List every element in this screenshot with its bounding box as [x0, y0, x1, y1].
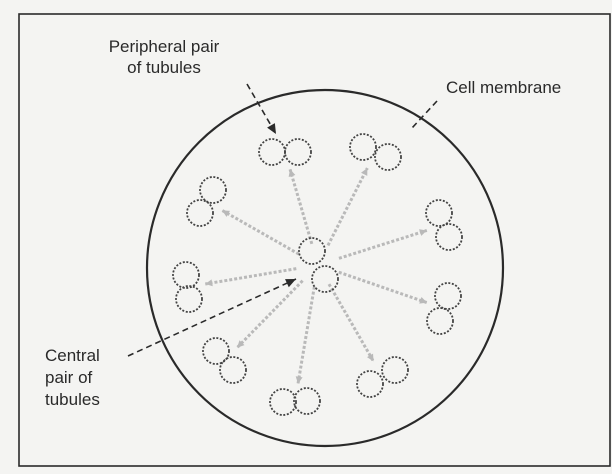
peripheral-doublet	[187, 177, 226, 226]
spoke-arrowhead	[361, 168, 367, 176]
peripheral-pair-label: Peripheral pair of tubules	[88, 36, 240, 78]
peripheral-tubule-b	[436, 224, 462, 250]
peripheral-pointer-arrow	[247, 84, 276, 134]
peripheral-doublet	[357, 357, 408, 397]
peripheral-tubule-a	[350, 134, 376, 160]
peripheral-tubule-a	[426, 200, 452, 226]
peripheral-tubule-b	[357, 371, 383, 397]
peripheral-tubule-a	[200, 177, 226, 203]
peripheral-tubule-b	[285, 139, 311, 165]
peripheral-pointer-arrow-head	[267, 123, 276, 134]
radial-spoke	[205, 269, 296, 284]
radial-spoke	[222, 210, 299, 254]
central-tubule	[312, 266, 338, 292]
central-label-line-2: pair of	[45, 367, 100, 389]
radial-spoke	[339, 230, 427, 258]
radial-spoke	[237, 281, 303, 348]
radial-spoke	[339, 272, 427, 302]
peripheral-tubule-b	[427, 308, 453, 334]
cell-membrane-circle	[147, 90, 503, 446]
peripheral-doublet	[427, 283, 461, 334]
peripheral-tubule-b	[270, 389, 296, 415]
spoke-arrowhead	[237, 340, 244, 347]
cell-membrane-label: Cell membrane	[446, 77, 561, 98]
tubule-pairs	[173, 134, 462, 415]
spoke-arrowhead	[419, 297, 427, 304]
radial-spoke	[290, 169, 312, 244]
central-label-line-3: tubules	[45, 389, 100, 411]
peripheral-tubule-b	[220, 357, 246, 383]
radial-spokes	[205, 168, 427, 384]
pointer-arrows	[128, 84, 437, 356]
peripheral-tubule-a	[294, 388, 320, 414]
radial-spoke	[329, 284, 374, 361]
radial-spoke	[328, 168, 367, 245]
central-pair-label: Central pair of tubules	[45, 345, 100, 411]
radial-spoke	[298, 287, 314, 384]
peripheral-label-line-1: Peripheral pair	[88, 36, 240, 57]
peripheral-tubule-a	[435, 283, 461, 309]
peripheral-tubule-a	[259, 139, 285, 165]
peripheral-tubule-a	[382, 357, 408, 383]
central-label-line-1: Central	[45, 345, 100, 367]
peripheral-tubule-b	[375, 144, 401, 170]
peripheral-doublet	[350, 134, 401, 170]
peripheral-tubule-b	[176, 286, 202, 312]
peripheral-doublet	[270, 388, 320, 415]
peripheral-tubule-b	[187, 200, 213, 226]
peripheral-doublet	[259, 139, 311, 165]
peripheral-tubule-a	[173, 262, 199, 288]
peripheral-doublet	[173, 262, 202, 312]
peripheral-doublet	[426, 200, 462, 250]
peripheral-label-line-2: of tubules	[88, 57, 240, 78]
